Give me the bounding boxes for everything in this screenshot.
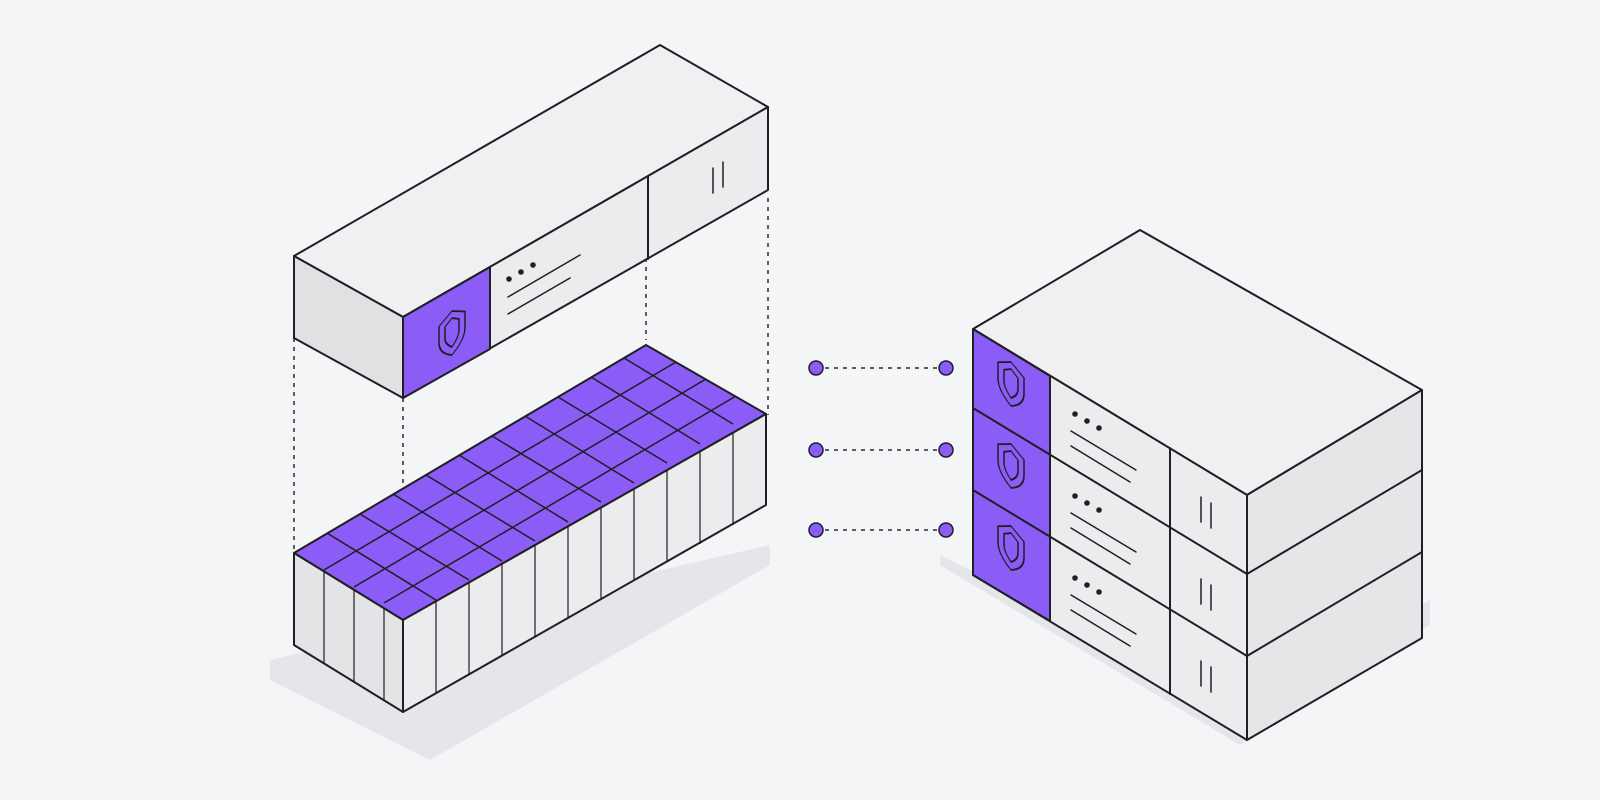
lid-shield-panel [402, 266, 491, 399]
text-lines-icon [1070, 594, 1137, 647]
separator-line [1246, 469, 1423, 575]
status-dots-icon [1072, 411, 1102, 431]
dot-icon [938, 360, 954, 376]
status-dot [1096, 425, 1102, 431]
slot-icon [1200, 578, 1212, 611]
separator-line [1246, 551, 1423, 657]
dot-icon [808, 522, 824, 538]
grid-line [590, 376, 701, 445]
grid-line [359, 513, 470, 581]
stack-shield-column [972, 328, 1051, 622]
grid-line [491, 435, 602, 503]
lid-module [293, 44, 769, 399]
dot-icon [808, 442, 824, 458]
status-dot [506, 276, 512, 282]
base-end-ridges [323, 571, 385, 700]
connector [808, 442, 954, 458]
stack-unit [997, 525, 1212, 693]
text-line [1070, 430, 1137, 471]
status-dot [1096, 507, 1102, 513]
text-line [1070, 594, 1137, 635]
status-dot [1084, 500, 1090, 506]
grid-line [353, 378, 707, 588]
dot-icon [808, 360, 824, 376]
status-dot [1072, 411, 1078, 417]
text-line [1070, 512, 1137, 553]
grid-line [524, 415, 635, 484]
grid-line [458, 454, 569, 523]
right-stack [972, 229, 1423, 741]
status-dot [1096, 589, 1102, 595]
status-dot [1072, 493, 1078, 499]
grid-line [326, 532, 437, 601]
text-line [1070, 445, 1131, 483]
base-front-face [402, 413, 767, 713]
slot-icon [1200, 496, 1212, 529]
connector [808, 360, 954, 376]
dot-icon [938, 522, 954, 538]
text-lines-icon [507, 254, 581, 315]
status-dot [1084, 582, 1090, 588]
shield-icon [997, 525, 1025, 571]
status-dots-icon [1072, 493, 1102, 513]
status-dot [1072, 575, 1078, 581]
status-dot [530, 262, 536, 268]
shield-icon [997, 361, 1025, 407]
connector [808, 522, 954, 538]
slot-icon [1200, 660, 1212, 693]
stack-unit [997, 443, 1212, 611]
grid-line [323, 361, 677, 571]
status-dots-icon [1072, 575, 1102, 595]
text-lines-icon [1070, 512, 1137, 565]
grid-line [425, 474, 536, 542]
connectors [808, 360, 954, 538]
stack-unit-separators [972, 407, 1423, 657]
base-module [293, 344, 767, 713]
shield-icon [438, 310, 466, 356]
grid-line [557, 396, 668, 464]
base-top-grid [323, 357, 737, 604]
shield-icon [997, 443, 1025, 489]
text-line [507, 254, 581, 298]
grid-line [392, 493, 503, 562]
text-line [1070, 609, 1131, 647]
text-line [507, 277, 571, 315]
status-dot [518, 269, 524, 275]
base-front-ridges [435, 433, 734, 693]
text-lines-icon [1070, 430, 1137, 483]
status-dot [1084, 418, 1090, 424]
separator-line [972, 489, 1248, 657]
separator-line [972, 407, 1248, 575]
slot-icon [712, 161, 724, 194]
grid-line [623, 357, 734, 425]
status-dots-icon [506, 262, 536, 282]
dot-icon [938, 442, 954, 458]
stack-unit [997, 361, 1212, 529]
text-line [1070, 527, 1131, 565]
